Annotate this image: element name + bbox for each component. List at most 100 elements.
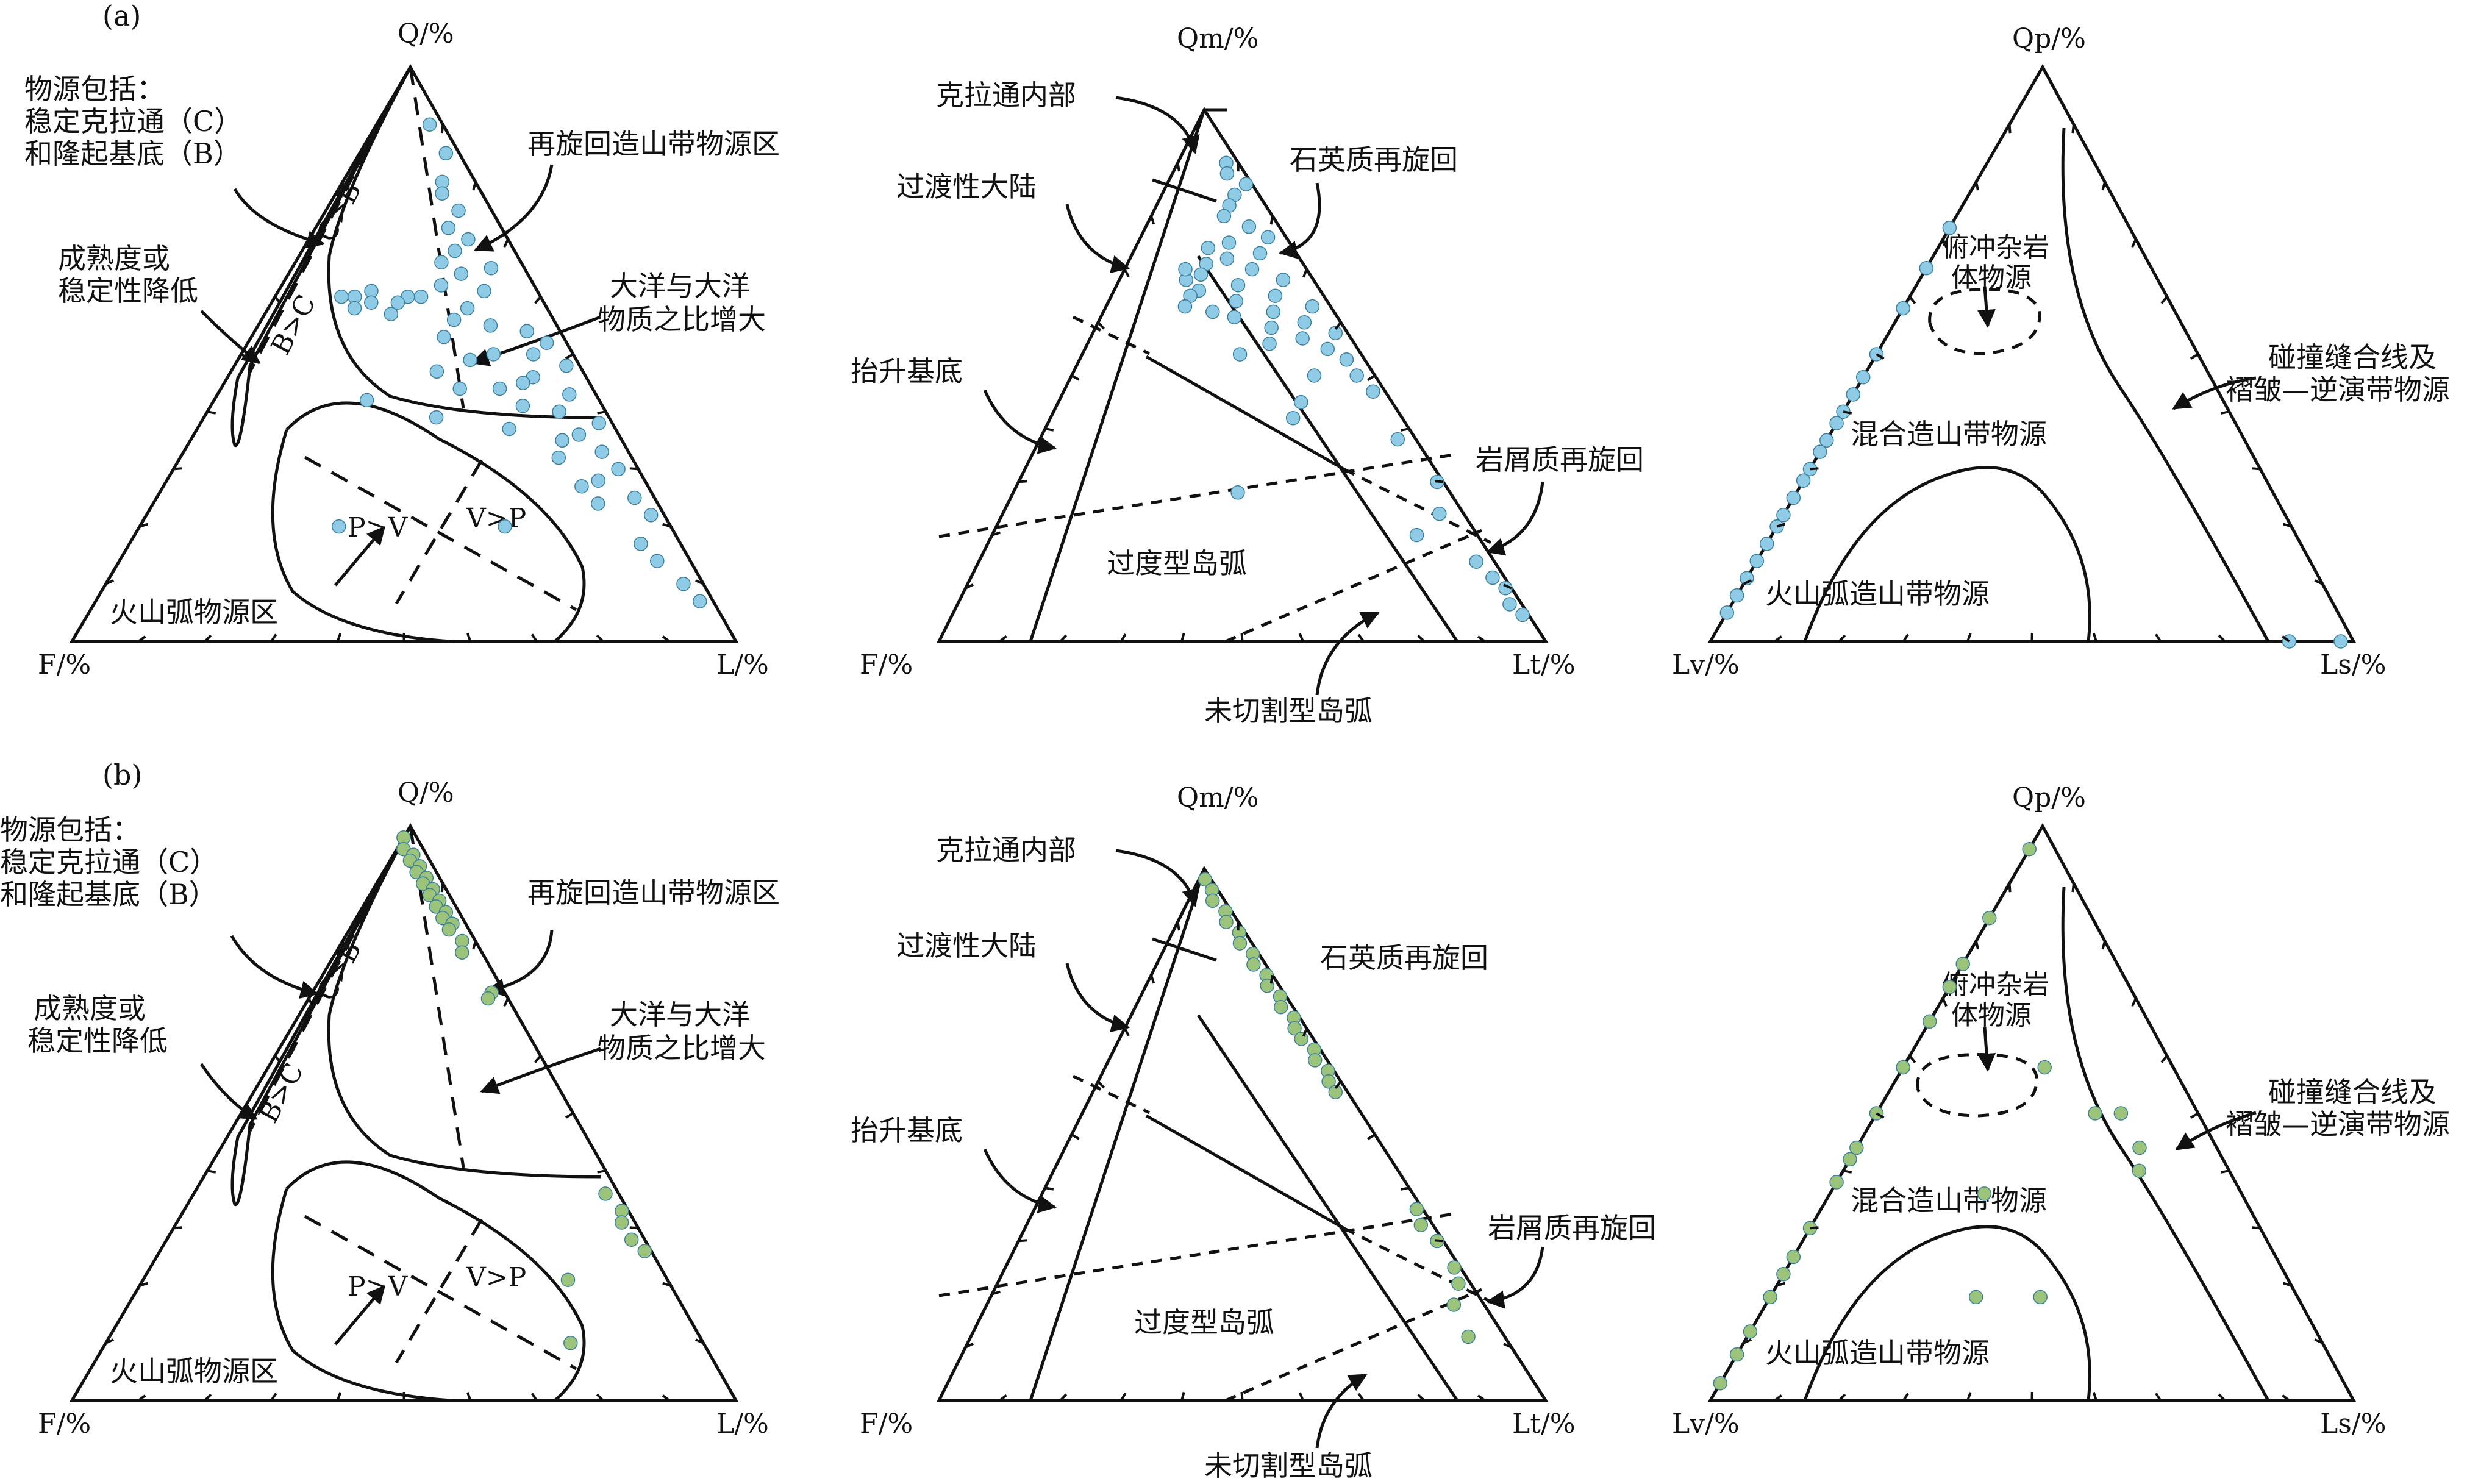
label-subduction-1: 俯冲杂岩: [1942, 232, 2049, 263]
qfl-arc-divider-2: [395, 1218, 484, 1364]
label-transitional-arc: 过度型岛弧: [1107, 547, 1247, 580]
label-transitional-arc: 过度型岛弧: [1134, 1306, 1274, 1339]
label-undissected-arc: 未切割型岛弧: [1204, 1449, 1373, 1482]
sample-point: [1968, 1290, 1983, 1305]
qfl-arc-divider-1: [304, 1215, 577, 1371]
tick-mark: [1123, 1027, 1130, 1036]
tick-mark: [274, 296, 282, 304]
tick-mark: [1018, 1239, 1027, 1243]
arrow-lithic: [1486, 481, 1544, 556]
tick-mark: [1902, 1393, 1910, 1402]
label-undissected-arc: 未切割型岛弧: [1204, 694, 1373, 727]
sample-point: [611, 462, 626, 477]
tick-mark: [2251, 467, 2261, 471]
tick-mark: [1071, 374, 1080, 381]
tick-mark: [1774, 635, 1782, 643]
tick-mark: [1776, 523, 1785, 528]
sample-point: [2022, 841, 2037, 857]
tick-mark: [1400, 1186, 1410, 1191]
tick-mark: [1838, 634, 1846, 643]
label-recycled-orogen: 再旋回造山带物源区: [527, 876, 780, 909]
tick-mark: [2155, 1393, 2162, 1402]
sample-point: [347, 301, 362, 316]
sample-point: [1328, 1085, 1343, 1099]
qplvls-arc-boundary: [1803, 1225, 2091, 1401]
apex-f-label: F/%: [38, 649, 91, 680]
tick-mark: [2220, 410, 2230, 415]
tick-mark: [440, 124, 444, 134]
label-maturity-1: 成熟度或: [58, 242, 170, 275]
sample-point: [1813, 444, 1827, 459]
sample-point: [563, 1336, 578, 1350]
tick-mark: [341, 181, 346, 191]
sample-point: [1469, 554, 1483, 569]
sample-point: [1461, 1329, 1476, 1344]
tick-mark: [1357, 1393, 1365, 1402]
tick-mark: [1180, 632, 1185, 642]
tick-mark: [2131, 238, 2137, 248]
label-subduction-2: 体物源: [1951, 262, 2032, 293]
sample-point: [591, 416, 607, 430]
sample-point: [1227, 310, 1242, 324]
arrow-lithic: [1486, 1246, 1544, 1309]
label-subduction-2: 体物源: [1951, 1000, 2032, 1031]
sample-point: [1273, 999, 1288, 1015]
panel-b-qmflt-diagram: Qm/% F/% Lt/% 克拉通内部 过渡性大陆 抬升基底 石英质再旋回 岩屑…: [851, 782, 1656, 1482]
tick-mark: [1417, 635, 1426, 643]
tick-mark: [2314, 1338, 2323, 1344]
sample-point: [1216, 209, 1232, 224]
tick-mark: [1908, 1055, 1916, 1063]
tick-mark: [662, 635, 671, 643]
apex-f-label: F/%: [38, 1408, 91, 1439]
sample-point: [555, 433, 569, 448]
sample-point: [519, 324, 534, 339]
tick-mark: [1097, 1080, 1105, 1089]
tick-mark: [1417, 1394, 1426, 1402]
sample-point: [390, 295, 405, 310]
qmflt-arc-dash-2: [1343, 1227, 1492, 1304]
label-include-3: 和隆起基底（B）: [0, 878, 217, 911]
sample-point: [460, 301, 475, 316]
label-collision-1: 碰撞缝合线及: [2268, 1076, 2437, 1108]
label-volcanic-orogen: 火山弧造山带物源: [1765, 577, 1990, 610]
tick-mark: [204, 1393, 212, 1402]
tick-mark: [466, 633, 472, 642]
tick-mark: [2190, 353, 2199, 360]
tick-mark: [695, 579, 704, 585]
sample-point: [2132, 1163, 2147, 1178]
sample-point: [1232, 936, 1248, 951]
arrow-include: [233, 188, 325, 249]
qmflt-arc-dash-3: [1225, 1288, 1482, 1402]
sample-point: [1409, 527, 1424, 543]
sample-point: [1349, 368, 1364, 383]
sample-point: [1796, 473, 1811, 488]
tick-mark: [1240, 632, 1244, 642]
sample-point: [1763, 1290, 1777, 1305]
sample-point: [1219, 251, 1235, 266]
sample-point: [1193, 267, 1209, 282]
tick-mark: [1367, 1133, 1376, 1140]
sample-point: [1743, 1324, 1758, 1339]
label-craton-interior: 克拉通内部: [936, 79, 1076, 112]
tick-mark: [2131, 997, 2137, 1007]
tick-mark: [991, 531, 1001, 537]
tick-mark: [1150, 215, 1155, 225]
sample-point: [461, 232, 476, 247]
sample-point: [1502, 597, 1517, 612]
tick-mark: [1302, 1027, 1308, 1037]
tick-mark: [2314, 579, 2323, 585]
qmflt-arc-dash-2: [1343, 468, 1492, 544]
label-collision-1: 碰撞缝合线及: [2268, 341, 2437, 374]
arrow-subduction: [1977, 1027, 1996, 1072]
apex-lt-label: Lt/%: [1512, 1408, 1576, 1439]
qmflt-uplift-dash: [1072, 1074, 1151, 1115]
tick-mark: [1908, 296, 1916, 304]
sample-point: [624, 1232, 639, 1247]
tick-mark: [534, 296, 542, 304]
tick-mark: [105, 579, 115, 585]
apex-ls-label: Ls/%: [2320, 649, 2386, 680]
tick-mark: [1357, 633, 1365, 643]
sample-point: [498, 519, 512, 534]
tick-mark: [629, 1226, 638, 1230]
